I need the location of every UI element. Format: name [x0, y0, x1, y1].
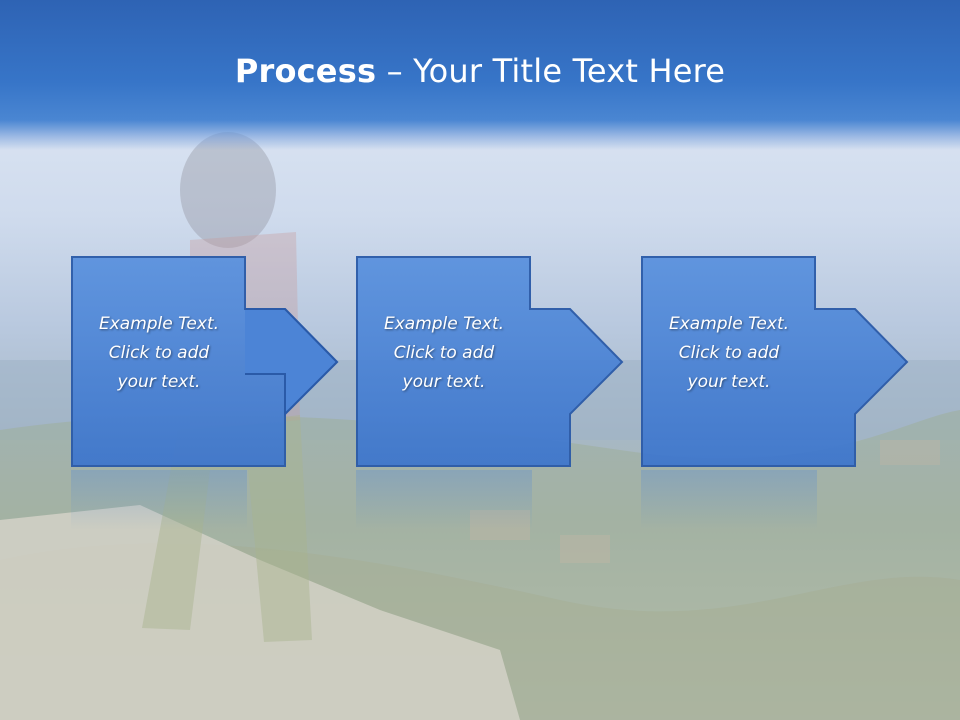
step-3-text: Example Text. Click to add your text. [643, 310, 815, 397]
step-3-line1: Example Text. [668, 314, 790, 334]
step-2-line3: your text. [402, 372, 486, 392]
step-1-line1: Example Text. [98, 314, 220, 334]
step-3-reflection [641, 470, 817, 530]
step-2-reflection [356, 470, 532, 530]
title-rest: – Your Title Text Here [386, 52, 726, 90]
process-step-2[interactable]: Example Text. Click to add your text. [356, 256, 626, 468]
arrow-shape-3 [641, 256, 909, 467]
arrow-shape-1 [71, 256, 339, 467]
step-1-line2: Click to add [108, 343, 210, 363]
step-3-line2: Click to add [678, 343, 780, 363]
step-1-text: Example Text. Click to add your text. [73, 310, 245, 397]
step-3-line3: your text. [687, 372, 771, 392]
step-1-line3: your text. [117, 372, 201, 392]
process-step-3[interactable]: Example Text. Click to add your text. [641, 256, 911, 468]
process-step-1[interactable]: Example Text. Click to add your text. [71, 256, 341, 468]
title-bar: Process – Your Title Text Here [0, 0, 960, 150]
step-1-reflection [71, 470, 247, 530]
title-bold: Process [234, 52, 377, 90]
arrow-shape-2 [356, 256, 624, 467]
step-2-line2: Click to add [393, 343, 495, 363]
slide-title: Process – Your Title Text Here [0, 52, 960, 90]
step-2-line1: Example Text. [383, 314, 505, 334]
step-2-text: Example Text. Click to add your text. [358, 310, 530, 397]
